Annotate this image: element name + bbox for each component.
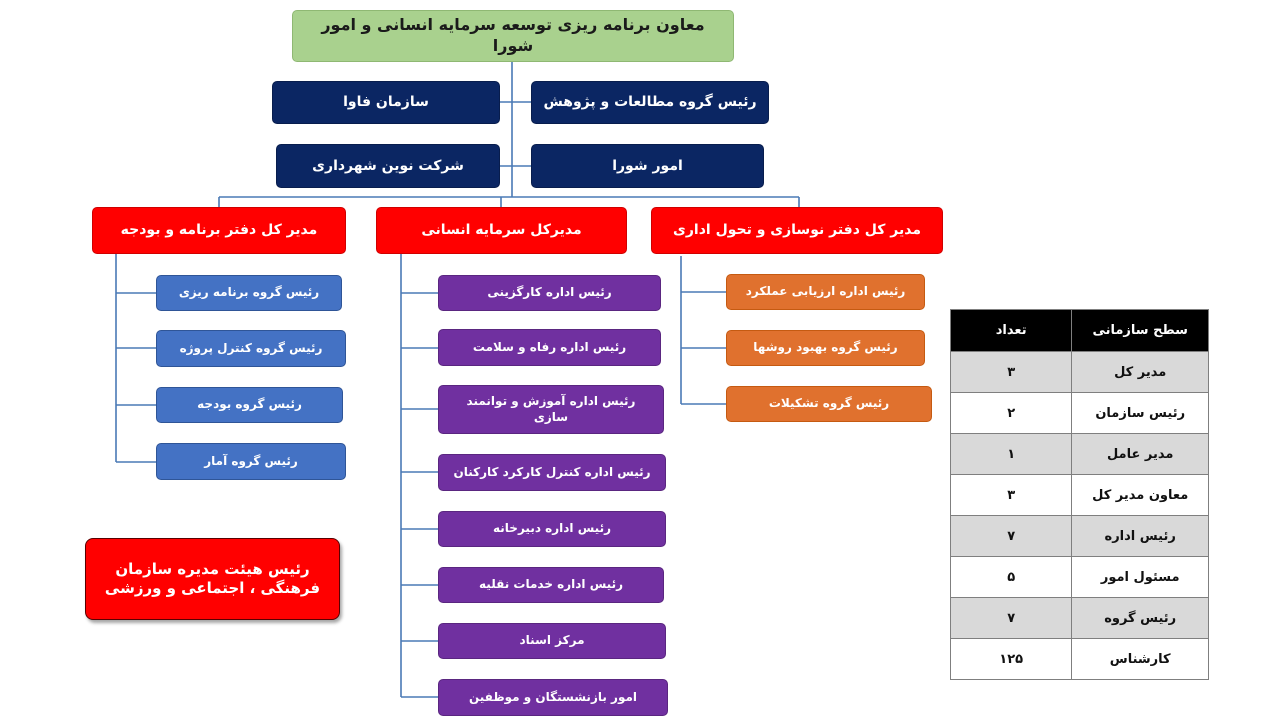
department-hr: مدیرکل سرمایه انسانی xyxy=(376,207,627,254)
child-label: رئیس اداره دبیرخانه xyxy=(493,521,611,536)
budget-child: رئیس گروه بودجه xyxy=(156,387,343,423)
header-count: تعداد xyxy=(949,309,1073,352)
side-unit-novin-company: شرکت نوین شهرداری xyxy=(276,144,500,188)
side-unit-fava: سازمان فاوا xyxy=(272,81,500,124)
top-node-label: معاون برنامه ریزی توسعه سرمایه انسانی و … xyxy=(321,15,705,55)
child-label: رئیس اداره ارزیابی عملکرد xyxy=(745,284,906,299)
level-cell: مسئول امور xyxy=(1071,556,1209,598)
budget-child: رئیس گروه آمار xyxy=(156,443,346,480)
level-cell: رئیس گروه xyxy=(1071,597,1209,639)
top-node-deputy: معاون برنامه ریزی توسعه سرمایه انسانی و … xyxy=(292,10,734,62)
count-cell: ۳ xyxy=(949,351,1073,393)
child-label: رئیس گروه برنامه ریزی xyxy=(178,285,320,300)
hr-child: رئیس اداره کارگزینی xyxy=(438,275,661,311)
table-row: رئیس سازمان ۲ xyxy=(949,392,1209,434)
table-row: معاون مدیر کل ۳ xyxy=(949,474,1209,516)
department-reform: مدیر کل دفتر نوسازی و تحول اداری xyxy=(651,207,943,254)
side-unit-label: سازمان فاوا xyxy=(343,94,429,111)
department-label: مدیر کل دفتر برنامه و بودجه xyxy=(120,222,318,239)
level-cell: معاون مدیر کل xyxy=(1071,474,1209,516)
count-cell: ۱۲۵ xyxy=(949,638,1073,680)
child-label: رئیس گروه آمار xyxy=(204,453,298,468)
child-label: رئیس گروه بودجه xyxy=(197,397,302,412)
level-cell: کارشناس xyxy=(1071,638,1209,680)
child-label: رئیس اداره رفاه و سلامت xyxy=(472,339,627,354)
level-cell: مدیر عامل xyxy=(1071,433,1209,475)
count-cell: ۱ xyxy=(949,433,1073,475)
count-cell: ۵ xyxy=(949,556,1073,598)
board-chairman-node: رئیس هیئت مدیره سازمان فرهنگی ، اجتماعی … xyxy=(85,538,340,620)
table-row: رئیس اداره ۷ xyxy=(949,515,1209,557)
count-cell: ۳ xyxy=(949,474,1073,516)
budget-child: رئیس گروه برنامه ریزی xyxy=(156,275,342,311)
child-label: رئیس گروه تشکیلات xyxy=(768,396,890,411)
count-cell: ۲ xyxy=(949,392,1073,434)
hr-child: مرکز اسناد xyxy=(438,623,666,659)
table-row: مسئول امور ۵ xyxy=(949,556,1209,598)
board-chairman-label: رئیس هیئت مدیره سازمان فرهنگی ، اجتماعی … xyxy=(104,559,321,598)
child-label: مرکز اسناد xyxy=(519,633,585,648)
side-unit-label: شرکت نوین شهرداری xyxy=(312,157,464,174)
header-level: سطح سازمانی xyxy=(1071,309,1209,352)
level-cell: رئیس اداره xyxy=(1071,515,1209,557)
department-label: مدیر کل دفتر نوسازی و تحول اداری xyxy=(673,222,921,239)
org-levels-table: سطح سازمانی تعداد مدیر کل ۳ رئیس سازمان … xyxy=(949,309,1209,680)
table-header-row: سطح سازمانی تعداد xyxy=(949,309,1209,352)
side-unit-council-affairs: امور شورا xyxy=(531,144,764,188)
child-label: رئیس اداره خدمات نقلیه xyxy=(479,577,623,592)
side-unit-label: رئیس گروه مطالعات و پژوهش xyxy=(543,94,757,111)
child-label: رئیس گروه کنترل پروژه xyxy=(179,340,323,355)
hr-child: رئیس اداره خدمات نقلیه xyxy=(438,567,664,603)
hr-child: رئیس اداره کنترل کارکرد کارکنان xyxy=(438,454,666,491)
side-unit-label: امور شورا xyxy=(612,157,683,174)
reform-child: رئیس گروه تشکیلات xyxy=(726,386,932,422)
child-label: امور بازنشستگان و موظفین xyxy=(468,689,638,704)
table-row: رئیس گروه ۷ xyxy=(949,597,1209,639)
count-cell: ۷ xyxy=(949,597,1073,639)
level-cell: مدیر کل xyxy=(1071,351,1209,393)
hr-child: رئیس اداره دبیرخانه xyxy=(438,511,666,547)
hr-child: رئیس اداره رفاه و سلامت xyxy=(438,329,661,366)
child-label: رئیس اداره کنترل کارکرد کارکنان xyxy=(453,464,651,479)
hr-child: امور بازنشستگان و موظفین xyxy=(438,679,668,716)
table-row: مدیر کل ۳ xyxy=(949,351,1209,393)
child-label: رئیس اداره آموزش و توانمند سازی xyxy=(466,393,636,424)
level-cell: رئیس سازمان xyxy=(1071,392,1209,434)
department-label: مدیرکل سرمایه انسانی xyxy=(421,222,582,239)
department-budget: مدیر کل دفتر برنامه و بودجه xyxy=(92,207,346,254)
table-row: کارشناس ۱۲۵ xyxy=(949,638,1209,680)
hr-child: رئیس اداره آموزش و توانمند سازی xyxy=(438,385,664,434)
side-unit-research-group: رئیس گروه مطالعات و پژوهش xyxy=(531,81,769,124)
budget-child: رئیس گروه کنترل پروژه xyxy=(156,330,346,367)
reform-child: رئیس اداره ارزیابی عملکرد xyxy=(726,274,925,310)
reform-child: رئیس گروه بهبود روشها xyxy=(726,330,925,366)
count-cell: ۷ xyxy=(949,515,1073,557)
table-row: مدیر عامل ۱ xyxy=(949,433,1209,475)
child-label: رئیس گروه بهبود روشها xyxy=(753,340,898,355)
child-label: رئیس اداره کارگزینی xyxy=(487,285,612,300)
